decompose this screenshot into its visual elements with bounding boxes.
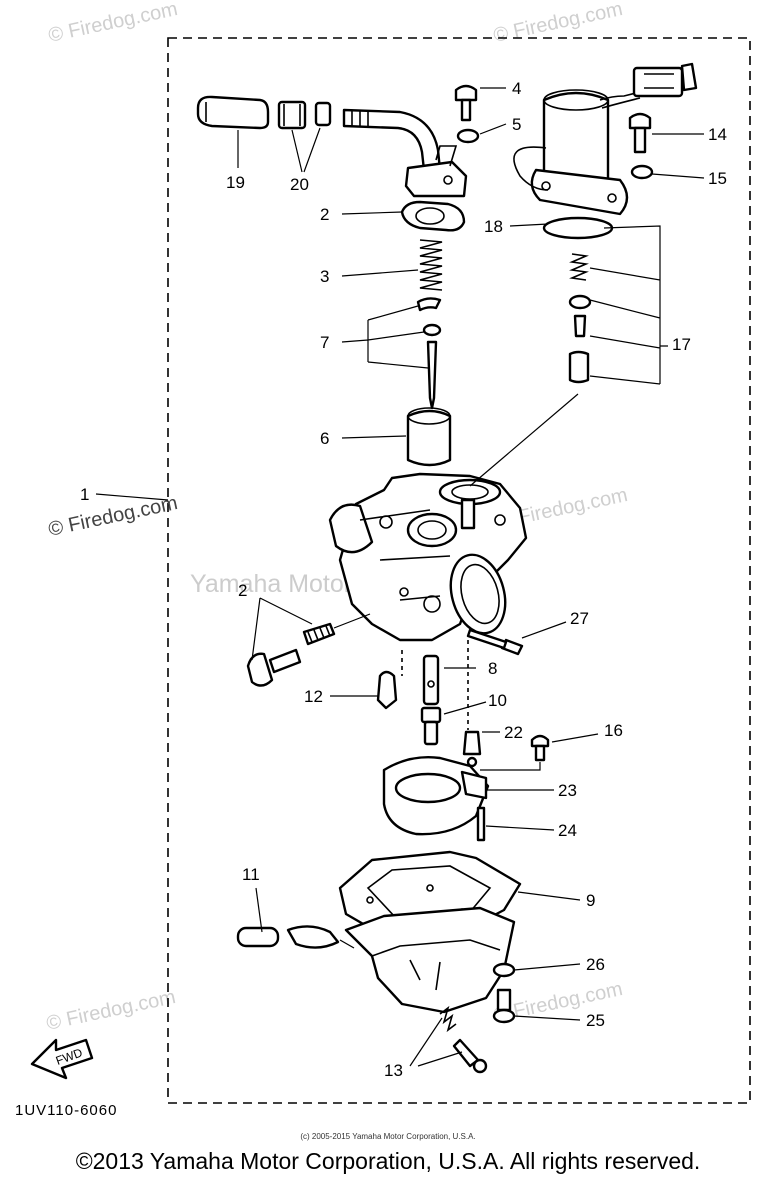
leader-line (333, 613, 371, 629)
part-14-screw (628, 112, 652, 154)
callout-2-repeat: 2 (238, 581, 247, 600)
watermark-text: © Firedog.com (491, 0, 624, 47)
callout-26: 26 (586, 955, 605, 974)
callout-3: 3 (320, 267, 329, 286)
part-19-cap (196, 95, 270, 130)
leader-line (480, 762, 541, 771)
part-2-gasket (400, 200, 466, 232)
callout-19: 19 (226, 173, 245, 192)
callout-27: 27 (570, 609, 589, 628)
part-15-washer (630, 164, 654, 180)
callout-7: 7 (320, 333, 329, 352)
leader-line (469, 393, 579, 487)
callout-20: 20 (290, 175, 309, 194)
callout-11: 11 (242, 865, 260, 884)
part-4-screw (454, 84, 478, 122)
callout-10: 10 (488, 691, 507, 710)
part-6-throttle-slide (406, 407, 452, 467)
footer-copyright: ©2013 Yamaha Motor Corporation, U.S.A. A… (75, 1148, 701, 1174)
callout-23: 23 (558, 781, 577, 800)
callout-6: 6 (320, 429, 329, 448)
callout-8: 8 (488, 659, 497, 678)
callout-25: 25 (586, 1011, 605, 1030)
watermark-text: © Firedog.com (46, 492, 179, 541)
part-11-hose (236, 925, 340, 949)
part-13-drain-screw (439, 1005, 488, 1074)
callout-1: 1 (80, 485, 89, 504)
callout-24: 24 (558, 821, 577, 840)
footer-small-copyright: (c) 2005-2015 Yamaha Motor Corporation, … (300, 1132, 476, 1141)
watermark-text: © Firedog.com (46, 0, 179, 47)
callout-17: 17 (672, 335, 691, 354)
part-24-pin (476, 806, 486, 842)
part-12-pilot-jet (376, 670, 398, 710)
part-22-jet (462, 730, 482, 768)
part-17-starter-parts (568, 253, 592, 384)
part-20-nuts (277, 100, 332, 130)
callout-16: 16 (604, 721, 623, 740)
callout-18: 18 (484, 217, 503, 236)
part-2-air-screw (246, 622, 336, 687)
callout-9: 9 (586, 891, 595, 910)
callout-22: 22 (504, 723, 523, 742)
float-bowl (344, 906, 516, 1014)
part-10-main-jet (420, 706, 442, 746)
part-23-float (382, 756, 490, 836)
callout-12: 12 (304, 687, 323, 706)
leader-line (339, 939, 355, 949)
callout-5: 5 (512, 115, 521, 134)
callout-leaders (237, 87, 705, 1067)
starter-plunger-assembly (513, 89, 641, 216)
fwd-arrow-icon: FWD (30, 1038, 94, 1080)
watermark-text: © Firedog.com (44, 986, 177, 1035)
callout-4: 4 (512, 79, 521, 98)
part-3-spring (419, 239, 443, 291)
part-8-needle-jet (422, 654, 440, 706)
part-25-screw (492, 988, 516, 1024)
callout-2: 2 (320, 205, 329, 224)
callout-14: 14 (708, 125, 727, 144)
callout-labels: 1 2 2 3 4 5 6 7 8 9 10 11 12 13 14 15 16… (80, 79, 727, 1080)
part-26-washer (492, 962, 516, 978)
part-16-screw (530, 734, 550, 762)
diagram-frame (167, 37, 751, 1104)
callout-13: 13 (384, 1061, 403, 1080)
diagram-code: 1UV110-6060 (15, 1102, 118, 1119)
part-1-carburetor-body (328, 472, 528, 642)
part-5-washer (456, 128, 480, 144)
connector-plug (632, 62, 698, 98)
callout-15: 15 (708, 169, 727, 188)
part-18-o-ring (542, 216, 614, 240)
part-7-needle (416, 297, 442, 410)
part-27-screw (466, 628, 524, 656)
throttle-top-elbow (342, 108, 468, 198)
alignment-lines (401, 640, 469, 730)
leader-line (95, 493, 169, 501)
